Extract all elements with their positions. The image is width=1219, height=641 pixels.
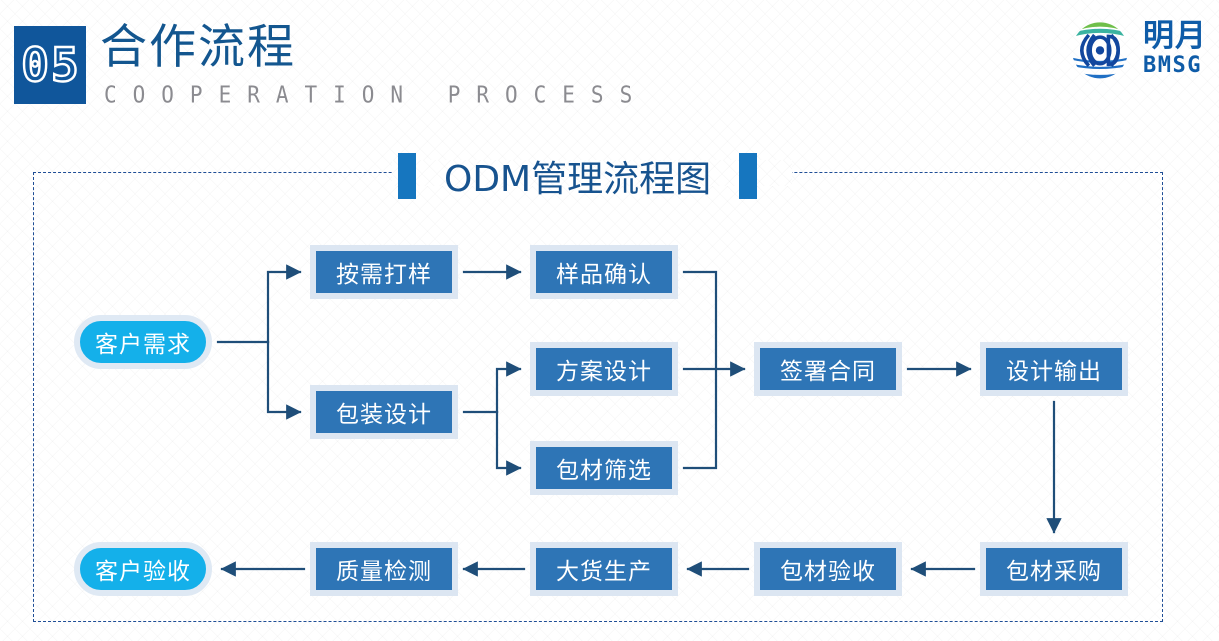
node-material-selection[interactable]: 包材筛选	[530, 441, 678, 495]
node-label: 大货生产	[556, 559, 652, 585]
node-customer-requirement[interactable]: 客户需求	[74, 315, 212, 369]
node-label: 设计输出	[1006, 359, 1102, 385]
node-label: 签署合同	[780, 359, 876, 385]
brand-name-cn: 明月	[1143, 18, 1207, 54]
title-accent-bar-left	[398, 153, 416, 199]
brand-logo-text: 明月 BMSG	[1143, 21, 1207, 77]
node-scheme-design[interactable]: 方案设计	[530, 342, 678, 396]
diagram-title: ODM管理流程图	[444, 159, 712, 200]
node-material-purchase[interactable]: 包材采购	[980, 542, 1128, 596]
globe-logo-icon	[1072, 22, 1128, 79]
brand-name-en: BMSG	[1143, 53, 1202, 78]
brand-logo: 明月 BMSG	[1065, 14, 1207, 84]
node-label: 客户需求	[95, 332, 191, 358]
node-label: 按需打样	[336, 262, 432, 288]
diagram-title-group: ODM管理流程图	[398, 150, 758, 202]
page-subtitle: COOPERATION PROCESS	[104, 81, 649, 108]
slide-header: 05 合作流程 COOPERATION PROCESS	[0, 0, 1219, 140]
edge-n4-n6	[495, 410, 522, 476]
node-sample-confirmation[interactable]: 样品确认	[530, 245, 678, 299]
node-quality-inspection[interactable]: 质量检测	[310, 542, 458, 596]
node-sign-contract[interactable]: 签署合同	[754, 342, 902, 396]
title-backdrop	[392, 160, 792, 186]
edge-n1-n4	[266, 340, 302, 420]
node-label: 样品确认	[556, 262, 652, 288]
node-mass-production[interactable]: 大货生产	[530, 542, 678, 596]
edge-n1-n2	[266, 264, 302, 344]
node-label: 包材筛选	[556, 458, 652, 484]
node-label: 包装设计	[336, 402, 432, 428]
node-sampling-on-demand[interactable]: 按需打样	[310, 245, 458, 299]
page-title: 合作流程	[100, 20, 296, 75]
node-label: 方案设计	[556, 359, 652, 385]
section-number-badge: 05	[14, 26, 86, 104]
edge-n4-n5	[495, 361, 522, 414]
node-label: 包材采购	[1006, 559, 1102, 585]
node-label: 质量检测	[336, 559, 432, 585]
node-design-output[interactable]: 设计输出	[980, 342, 1128, 396]
title-accent-bar-right	[739, 153, 758, 199]
section-number: 05	[20, 38, 81, 92]
node-material-acceptance[interactable]: 包材验收	[754, 542, 902, 596]
node-label: 包材验收	[780, 559, 876, 585]
node-customer-acceptance[interactable]: 客户验收	[74, 542, 212, 596]
node-package-design[interactable]: 包装设计	[310, 385, 458, 439]
node-label: 客户验收	[95, 559, 191, 585]
